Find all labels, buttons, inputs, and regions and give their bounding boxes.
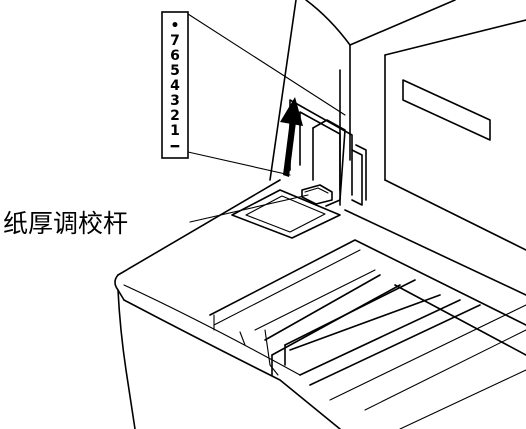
lever-label: 纸厚调校杆 bbox=[3, 209, 128, 238]
printer-cover bbox=[269, 0, 526, 296]
scale-mark-2: 2 bbox=[170, 108, 180, 124]
scale-mark-5: 5 bbox=[170, 63, 180, 79]
scale-mark-3: 3 bbox=[170, 93, 180, 109]
scale-mark-7: 7 bbox=[170, 33, 180, 49]
up-arrow-icon bbox=[280, 97, 303, 177]
printer-body bbox=[114, 179, 341, 429]
scale-mark-6: 6 bbox=[170, 48, 180, 64]
scale-mark-4: 4 bbox=[170, 78, 180, 94]
gauge-leader-lines bbox=[187, 13, 346, 176]
paper-tray bbox=[209, 239, 526, 429]
lever-callout: 纸厚调校杆 bbox=[3, 194, 309, 238]
scale-dot: • bbox=[171, 18, 180, 34]
scale-bar: ━ bbox=[170, 139, 180, 155]
scale-mark-1: 1 bbox=[170, 123, 180, 139]
thickness-scale: • 7 6 5 4 3 2 1 ━ bbox=[161, 11, 189, 159]
